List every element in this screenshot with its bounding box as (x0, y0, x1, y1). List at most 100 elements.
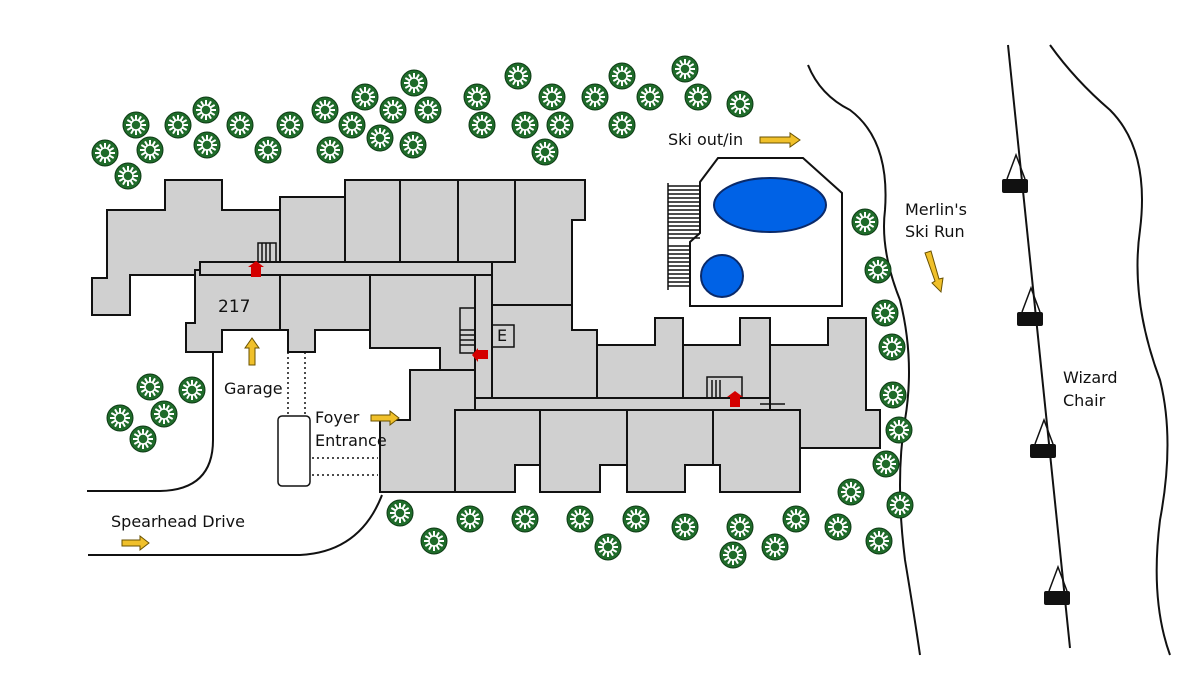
east-corridor (474, 274, 493, 411)
ski-run-right-edge (1049, 44, 1171, 656)
tree-icon (420, 527, 448, 555)
room-south-2 (539, 409, 628, 493)
exit-marker-east (727, 391, 743, 407)
tree-icon (276, 111, 304, 139)
pool-deck (667, 157, 843, 307)
main-corridor (199, 261, 493, 276)
foyer-label-line1: Foyer (315, 408, 360, 427)
chair-icon (1002, 152, 1028, 193)
stairs (257, 242, 785, 405)
room-south-1 (454, 409, 541, 493)
tree-icon (608, 62, 636, 90)
tree-icon (538, 83, 566, 111)
tree-icon (684, 83, 712, 111)
arrow-ski-run (924, 250, 944, 294)
wizard-chair-label-line1: Wizard (1063, 368, 1118, 387)
tree-icon (351, 83, 379, 111)
foyer-label-line2: Entrance (315, 431, 387, 450)
tree-icon (122, 111, 150, 139)
tree-icon (386, 499, 414, 527)
tree-icon (456, 505, 484, 533)
tree-icon (468, 111, 496, 139)
tree-icon (414, 96, 442, 124)
ski-run-label-line2: Ski Run (905, 222, 965, 241)
tree-icon (872, 450, 900, 478)
wizard-chair-label-line2: Chair (1063, 391, 1106, 410)
tree-icon (311, 96, 339, 124)
tree-icon (178, 376, 206, 404)
garage-area (277, 352, 378, 487)
chairlift (1002, 44, 1071, 649)
ski-run (807, 44, 1171, 656)
tree-icon (226, 111, 254, 139)
tree-icon (871, 299, 899, 327)
tree-icon (129, 425, 157, 453)
chair-icon (1030, 417, 1056, 458)
arrow-foyer (370, 409, 400, 427)
tree-icon (136, 373, 164, 401)
tree-icon (114, 162, 142, 190)
tree-icon (463, 83, 491, 111)
room-south-3 (626, 409, 714, 493)
exit-marker-center (472, 348, 488, 362)
tree-icon (761, 533, 789, 561)
chairlift-cable (1007, 44, 1071, 649)
room-east-2 (682, 317, 771, 399)
south-corridor (474, 397, 801, 411)
tree-icon (594, 533, 622, 561)
trees (91, 55, 914, 569)
tree-icon (511, 505, 539, 533)
tree-icon (608, 111, 636, 139)
garage-label: Garage (224, 379, 283, 398)
arrow-garage (244, 337, 260, 366)
exit-marker-west (248, 261, 264, 277)
tree-icon (726, 90, 754, 118)
arrow-ski-out-in (759, 132, 801, 148)
tree-icon (581, 83, 609, 111)
tree-icon (106, 404, 134, 432)
tree-icon (316, 136, 344, 164)
tree-icon (192, 96, 220, 124)
tree-icon (531, 138, 559, 166)
ski-out-in-label: Ski out/in (668, 130, 744, 149)
elevator-label: E (497, 326, 508, 345)
tree-icon (193, 131, 221, 159)
tree-icon (864, 256, 892, 284)
tree-icon (511, 111, 539, 139)
room-north-4 (457, 179, 516, 263)
stair-markers (248, 261, 743, 407)
room-east-1 (596, 317, 684, 399)
room-east-3 (769, 317, 881, 449)
tree-icon (726, 513, 754, 541)
tree-icon (837, 478, 865, 506)
chair-icon (1044, 564, 1070, 605)
tree-icon (671, 513, 699, 541)
direction-arrows (121, 132, 944, 552)
ski-run-label-line1: Merlin's (905, 200, 967, 219)
chair-icon (1017, 285, 1043, 326)
tree-icon (851, 208, 879, 236)
room-center-1 (279, 274, 371, 353)
tree-icon (366, 124, 394, 152)
roads (87, 352, 383, 556)
tree-icon (824, 513, 852, 541)
building (91, 179, 881, 493)
tree-icon (886, 491, 914, 519)
garage-driveway-edge (87, 352, 214, 492)
room-east-block (491, 304, 598, 399)
ski-run-left-edge (807, 64, 921, 656)
tree-icon (164, 111, 192, 139)
spearhead-drive-label: Spearhead Drive (111, 512, 245, 531)
tree-icon (400, 69, 428, 97)
tree-icon (878, 333, 906, 361)
tree-icon (379, 96, 407, 124)
tree-icon (504, 62, 532, 90)
pool-small (700, 254, 744, 298)
pool-large (713, 177, 827, 233)
tree-icon (622, 505, 650, 533)
tree-icon (136, 136, 164, 164)
tree-icon (782, 505, 810, 533)
tree-icon (636, 83, 664, 111)
